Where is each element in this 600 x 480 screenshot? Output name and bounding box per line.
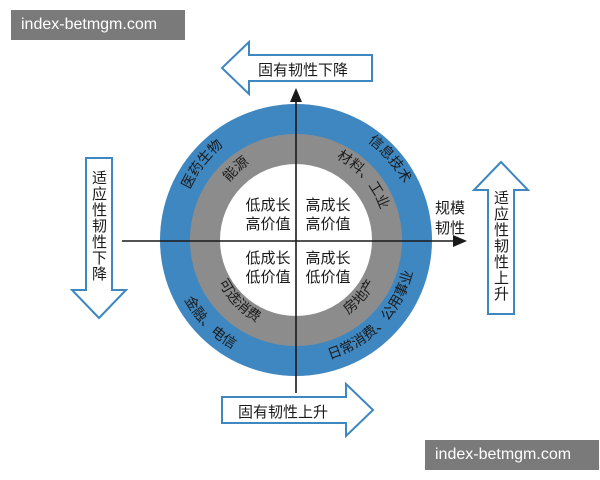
quadrant-top-right: 高成长 高价值	[300, 196, 356, 234]
horizontal-axis-arrowhead	[453, 235, 467, 247]
arrow-left-label: 适应性韧性下降	[90, 170, 108, 282]
arrow-bottom-right-pointing	[221, 381, 375, 439]
quadrant-bottom-right-line2: 低价值	[305, 268, 351, 286]
quadrant-top-right-line2: 高价值	[305, 215, 351, 233]
quadrant-bottom-left: 低成长 低价值	[240, 249, 296, 287]
quadrant-bottom-right-line1: 高成长	[305, 249, 351, 267]
quadrant-top-right-line1: 高成长	[305, 196, 351, 214]
quadrant-top-left-line1: 低成长	[245, 196, 291, 214]
horizontal-axis-label: 规模 韧性	[430, 198, 470, 238]
quadrant-bottom-left-line1: 低成长	[245, 249, 291, 267]
quadrant-bottom-left-line2: 低价值	[245, 268, 291, 286]
vertical-axis-arrowhead	[290, 88, 302, 102]
arrow-right-label: 适应性韧性上升	[492, 190, 510, 302]
quadrant-bottom-right: 高成长 低价值	[300, 249, 356, 287]
quadrant-top-left-line2: 高价值	[245, 215, 291, 233]
arrow-top-left-pointing	[220, 39, 373, 97]
axis-label-line1: 规模	[434, 199, 465, 217]
quadrant-top-left: 低成长 高价值	[240, 196, 296, 234]
arrow-right-up-pointing	[471, 160, 531, 315]
axis-label-line2: 韧性	[434, 219, 465, 237]
arrow-bottom-label: 固有韧性上升	[238, 403, 329, 421]
watermark-bottom: index-betmgm.com	[425, 440, 599, 470]
arrow-left-down-pointing	[69, 157, 129, 320]
watermark-top: index-betmgm.com	[11, 10, 185, 40]
arrow-top-label: 固有韧性下降	[258, 61, 349, 79]
